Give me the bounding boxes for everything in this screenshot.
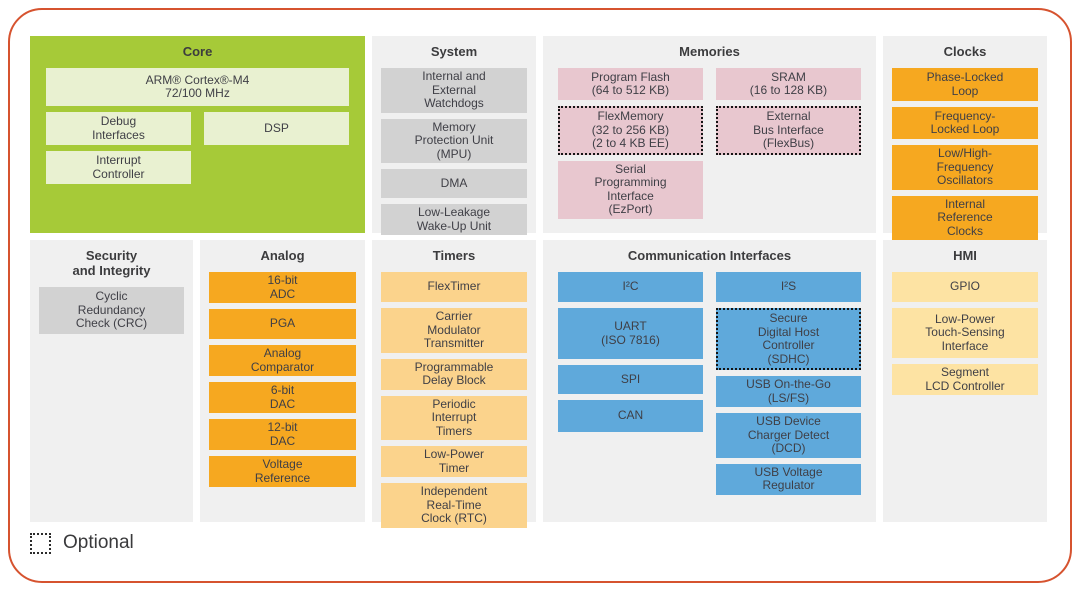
- section-communication-interfaces: Communication Interfaces I²C UART (ISO 7…: [543, 240, 876, 522]
- section-security: Security and Integrity Cyclic Redundancy…: [30, 240, 193, 522]
- block-rtc: Independent Real-Time Clock (RTC): [381, 483, 527, 528]
- section-hmi: HMI GPIO Low-Power Touch-Sensing Interfa…: [883, 240, 1047, 522]
- block-i2c: I²C: [558, 272, 703, 302]
- block-gpio: GPIO: [892, 272, 1038, 302]
- block-6bit-dac: 6-bit DAC: [209, 382, 356, 413]
- block-mpu: Memory Protection Unit (MPU): [381, 118, 527, 163]
- section-core-title: Core: [182, 44, 213, 59]
- block-oscillators: Low/High- Frequency Oscillators: [892, 145, 1038, 190]
- block-flextimer: FlexTimer: [381, 272, 527, 302]
- block-16bit-adc: 16-bit ADC: [209, 272, 356, 303]
- block-usb-otg: USB On-the-Go (LS/FS): [716, 376, 861, 407]
- block-periodic-interrupt-timers: Periodic Interrupt Timers: [381, 395, 527, 440]
- legend-optional: Optional: [30, 532, 134, 554]
- section-hmi-title: HMI: [953, 248, 977, 263]
- section-system-title: System: [430, 44, 478, 59]
- block-flexmemory-optional: FlexMemory (32 to 256 KB) (2 to 4 KB EE): [558, 106, 703, 155]
- block-low-power-timer: Low-Power Timer: [381, 446, 527, 477]
- block-pga: PGA: [209, 309, 356, 339]
- section-security-title: Security and Integrity: [72, 248, 151, 278]
- block-pll: Phase-Locked Loop: [892, 68, 1038, 101]
- block-spi: SPI: [558, 365, 703, 394]
- section-timers-title: Timers: [432, 248, 476, 263]
- block-llwu: Low-Leakage Wake-Up Unit: [381, 204, 527, 235]
- legend-optional-label: Optional: [63, 532, 134, 553]
- clocks-blocks: Phase-Locked Loop Frequency- Locked Loop…: [892, 68, 1038, 240]
- block-touch-sensing: Low-Power Touch-Sensing Interface: [892, 308, 1038, 358]
- security-blocks: Cyclic Redundancy Check (CRC): [39, 287, 184, 334]
- section-system: System Internal and External Watchdogs M…: [372, 36, 536, 235]
- block-crc: Cyclic Redundancy Check (CRC): [39, 287, 184, 334]
- block-watchdogs: Internal and External Watchdogs: [381, 68, 527, 113]
- section-communication-title: Communication Interfaces: [627, 248, 792, 263]
- block-segment-lcd: Segment LCD Controller: [892, 364, 1038, 395]
- block-debug-interfaces: Debug Interfaces: [46, 112, 191, 145]
- section-timers: Timers FlexTimer Carrier Modulator Trans…: [372, 240, 536, 528]
- memories-blocks: Program Flash (64 to 512 KB) FlexMemory …: [558, 68, 861, 219]
- block-dma: DMA: [381, 169, 527, 198]
- section-memories-title: Memories: [679, 44, 740, 59]
- block-programmable-delay-block: Programmable Delay Block: [381, 358, 527, 390]
- block-internal-reference-clocks: Internal Reference Clocks: [892, 195, 1038, 240]
- block-voltage-reference: Voltage Reference: [209, 456, 356, 487]
- block-sdhc-optional: Secure Digital Host Controller (SDHC): [716, 308, 861, 370]
- analog-blocks: 16-bit ADC PGA Analog Comparator 6-bit D…: [209, 272, 356, 487]
- block-flexbus-optional: External Bus Interface (FlexBus): [716, 106, 861, 155]
- block-carrier-modulator-transmitter: Carrier Modulator Transmitter: [381, 308, 527, 353]
- section-clocks: Clocks Phase-Locked Loop Frequency- Lock…: [883, 36, 1047, 240]
- block-interrupt-controller: Interrupt Controller: [46, 151, 191, 184]
- system-blocks: Internal and External Watchdogs Memory P…: [381, 68, 527, 235]
- block-sram: SRAM (16 to 128 KB): [716, 68, 861, 100]
- block-ezport: Serial Programming Interface (EzPort): [558, 160, 703, 219]
- hmi-blocks: GPIO Low-Power Touch-Sensing Interface S…: [892, 272, 1038, 395]
- core-blocks: ARM® Cortex®-M4 72/100 MHz Debug Interfa…: [46, 68, 349, 184]
- section-memories: Memories Program Flash (64 to 512 KB) Fl…: [543, 36, 876, 233]
- optional-dashed-box-icon: [30, 532, 51, 554]
- section-analog: Analog 16-bit ADC PGA Analog Comparator …: [200, 240, 365, 522]
- block-uart: UART (ISO 7816): [558, 308, 703, 359]
- timers-blocks: FlexTimer Carrier Modulator Transmitter …: [381, 272, 527, 528]
- block-fll: Frequency- Locked Loop: [892, 107, 1038, 139]
- block-usb-dcd: USB Device Charger Detect (DCD): [716, 413, 861, 458]
- section-core: Core ARM® Cortex®-M4 72/100 MHz Debug In…: [30, 36, 365, 233]
- block-dsp: DSP: [204, 112, 349, 145]
- block-usb-voltage-regulator: USB Voltage Regulator: [716, 463, 861, 495]
- section-clocks-title: Clocks: [943, 44, 987, 59]
- block-analog-comparator: Analog Comparator: [209, 345, 356, 376]
- section-analog-title: Analog: [260, 248, 305, 263]
- block-program-flash: Program Flash (64 to 512 KB): [558, 68, 703, 100]
- diagram-board: Core ARM® Cortex®-M4 72/100 MHz Debug In…: [30, 36, 1047, 528]
- block-i2s: I²S: [716, 272, 861, 302]
- block-arm-cortex-m4: ARM® Cortex®-M4 72/100 MHz: [46, 68, 349, 106]
- communication-blocks: I²C UART (ISO 7816) SPI CAN I²S Secure D…: [558, 272, 861, 495]
- block-can: CAN: [558, 400, 703, 432]
- block-12bit-dac: 12-bit DAC: [209, 419, 356, 450]
